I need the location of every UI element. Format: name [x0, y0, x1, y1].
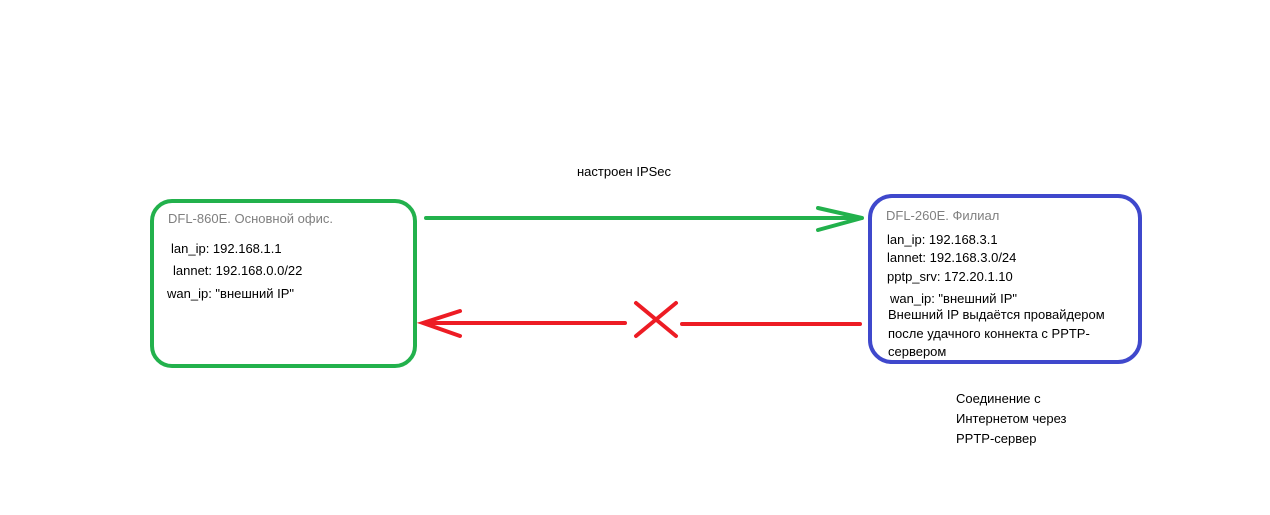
- ipsec-label: настроен IPSec: [577, 164, 672, 179]
- branch-lannet: lannet: 192.168.3.0/24: [887, 250, 1017, 265]
- branch-lan-ip: lan_ip: 192.168.3.1: [887, 232, 998, 247]
- main-office-lan-ip: lan_ip: 192.168.1.1: [171, 241, 282, 256]
- connection-note-line: PPTP-сервер: [956, 431, 1037, 446]
- main-office-title: DFL-860E. Основной офис.: [168, 211, 333, 226]
- connection-note-line: Соединение с: [956, 391, 1041, 406]
- branch-note-line: после удачного коннекта с PPTP-: [888, 326, 1090, 341]
- failed-arrow: [416, 309, 862, 338]
- branch-wan-ip: wan_ip: "внешний IP": [890, 291, 1017, 306]
- branch-note-line: Внешний IP выдаётся провайдером: [888, 307, 1105, 322]
- branch-title: DFL-260E. Филиал: [886, 208, 1000, 223]
- main-office-box: [150, 199, 417, 368]
- main-office-lannet: lannet: 192.168.0.0/22: [173, 263, 303, 278]
- connection-note-line: Интернетом через: [956, 411, 1067, 426]
- cross-icon: [634, 301, 678, 338]
- main-office-wan-ip: wan_ip: "внешний IP": [167, 286, 294, 301]
- branch-note-line: сервером: [888, 344, 947, 359]
- branch-box: [868, 194, 1142, 364]
- ipsec-arrow: [424, 206, 864, 232]
- branch-pptp-srv: pptp_srv: 172.20.1.10: [887, 269, 1013, 284]
